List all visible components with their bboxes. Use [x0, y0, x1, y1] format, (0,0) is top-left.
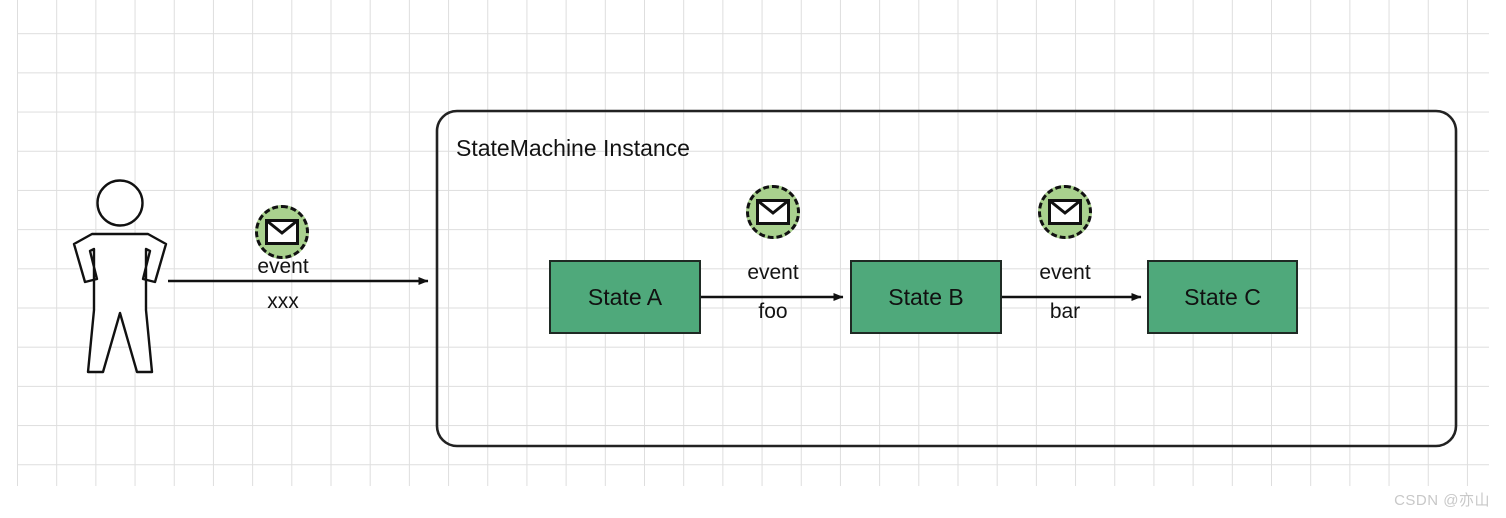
- transition-foo-label-bottom: foo: [758, 300, 788, 323]
- envelope-icon: [756, 199, 790, 225]
- envelope-icon: [1048, 199, 1082, 225]
- transition-foo-envelope-badge[interactable]: [746, 185, 800, 239]
- transition-bar-label-top: event: [1039, 261, 1091, 284]
- statemachine-title: StateMachine Instance: [456, 135, 690, 161]
- transition-bar-label-bottom: bar: [1049, 300, 1081, 323]
- watermark: CSDN @亦山: [1394, 492, 1490, 509]
- actor-person-icon: [72, 179, 168, 374]
- state-node-state-a[interactable]: State A: [549, 260, 701, 334]
- external-event-label-top: event: [257, 255, 309, 278]
- state-c-label: State C: [1184, 283, 1261, 310]
- statemachine-container: [435, 109, 1458, 448]
- state-node-state-b[interactable]: State B: [850, 260, 1002, 334]
- envelope-icon: [265, 219, 299, 245]
- state-b-label: State B: [888, 283, 964, 310]
- state-node-state-c[interactable]: State C: [1147, 260, 1298, 334]
- external-event-label-bottom: xxx: [267, 290, 299, 313]
- transition-bar-envelope-badge[interactable]: [1038, 185, 1092, 239]
- state-a-label: State A: [587, 283, 663, 310]
- external-event-envelope-badge[interactable]: [255, 205, 309, 259]
- transition-foo-label-top: event: [747, 261, 799, 284]
